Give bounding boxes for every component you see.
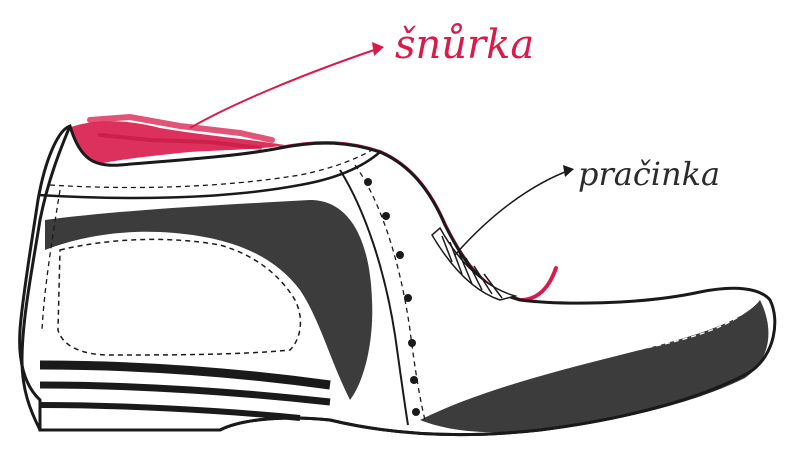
eyelet bbox=[408, 339, 416, 347]
eyelet bbox=[364, 178, 372, 186]
side-label-arrowhead bbox=[563, 165, 574, 177]
eyelet bbox=[412, 408, 420, 416]
eyelet bbox=[410, 376, 418, 384]
eyelet bbox=[404, 294, 412, 302]
top-label-arrowhead bbox=[372, 42, 384, 56]
side-label: pračinka bbox=[578, 155, 720, 193]
top-label-arrow bbox=[190, 48, 380, 128]
eyelet bbox=[382, 212, 390, 220]
top-label: šnůrka bbox=[395, 22, 534, 68]
eyelet bbox=[396, 251, 404, 259]
side-label-arrow bbox=[455, 170, 570, 255]
